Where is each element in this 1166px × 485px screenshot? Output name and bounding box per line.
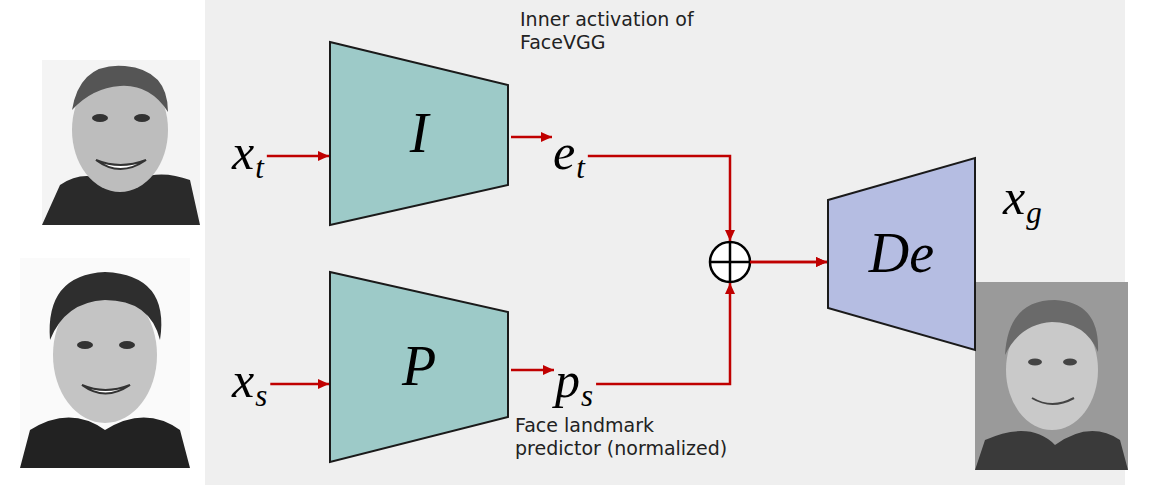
embedding-symbol: et xyxy=(553,125,585,180)
subscript: s xyxy=(255,378,267,413)
arrow-connector xyxy=(511,137,552,138)
arrow-connector xyxy=(596,262,827,384)
math-text: I xyxy=(410,103,429,165)
subscript: s xyxy=(581,378,593,413)
subscript: t xyxy=(576,150,585,185)
output-symbol: xg xyxy=(1003,170,1042,225)
encoder-trapezoid: P xyxy=(330,272,508,462)
landmark-symbol: ps xyxy=(555,353,593,408)
decoder-trapezoid: De xyxy=(828,158,975,350)
arrow-line xyxy=(267,155,329,158)
arrow-line xyxy=(511,369,554,372)
subscript: t xyxy=(255,150,264,185)
input-symbol: xt xyxy=(232,125,264,180)
subscript: g xyxy=(1026,195,1042,230)
target-face-photo xyxy=(42,60,200,225)
arrow-line xyxy=(750,261,827,264)
arrow-connector xyxy=(270,384,329,385)
arrow-connector xyxy=(267,156,329,157)
sum-symbol xyxy=(710,242,750,282)
math-text: ps xyxy=(555,353,593,408)
math-text: xg xyxy=(1003,170,1042,225)
arrow-line xyxy=(270,383,329,386)
trapezoid-shape xyxy=(828,158,975,350)
annotation-label: Inner activation of FaceVGG xyxy=(520,8,742,54)
trapezoid-shape xyxy=(330,272,508,462)
source-face-photo xyxy=(20,258,190,468)
annotation-label: Face landmark predictor (normalized) xyxy=(515,414,737,460)
arrow-line xyxy=(750,261,827,264)
trapezoid-shape xyxy=(330,42,508,225)
encoder-trapezoid: I xyxy=(330,42,508,225)
math-text: xs xyxy=(232,353,267,408)
math-text: De xyxy=(869,223,934,285)
generated-face-photo xyxy=(975,282,1128,470)
arrow-connector xyxy=(511,370,554,371)
arrow-line xyxy=(588,156,730,241)
math-text: P xyxy=(402,336,436,398)
math-text: et xyxy=(553,125,585,180)
input-symbol: xs xyxy=(232,353,267,408)
arrow-line xyxy=(511,136,552,139)
arrow-line xyxy=(596,283,730,384)
math-text: xt xyxy=(232,125,264,180)
arrow-connector xyxy=(588,156,827,262)
